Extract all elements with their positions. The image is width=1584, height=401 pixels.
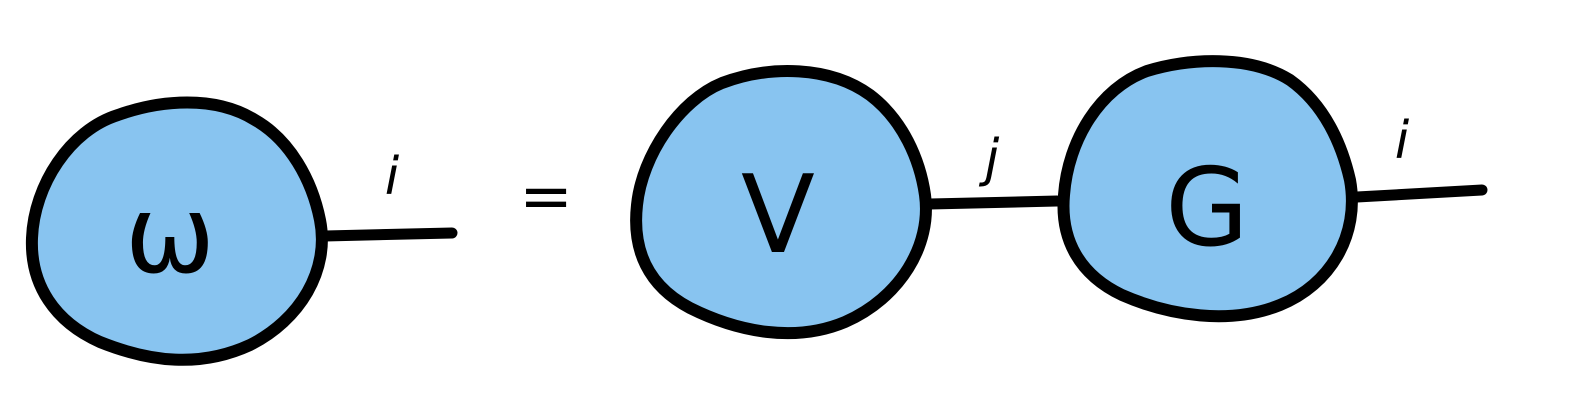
omega-leg-label: i xyxy=(385,147,400,207)
equals-sign: = xyxy=(519,160,573,234)
g-label: G xyxy=(1165,146,1249,271)
omega-leg-i xyxy=(319,227,458,242)
inner-leg-j xyxy=(924,195,1063,210)
v-node xyxy=(630,65,932,340)
omega-node xyxy=(25,96,328,366)
g-node xyxy=(1057,55,1358,323)
v-label: V xyxy=(741,153,815,278)
outer-leg-label: i xyxy=(1395,111,1410,171)
omega-label: ω xyxy=(125,173,215,298)
outer-leg-i xyxy=(1351,184,1488,203)
inner-leg-label: j xyxy=(979,129,1000,189)
